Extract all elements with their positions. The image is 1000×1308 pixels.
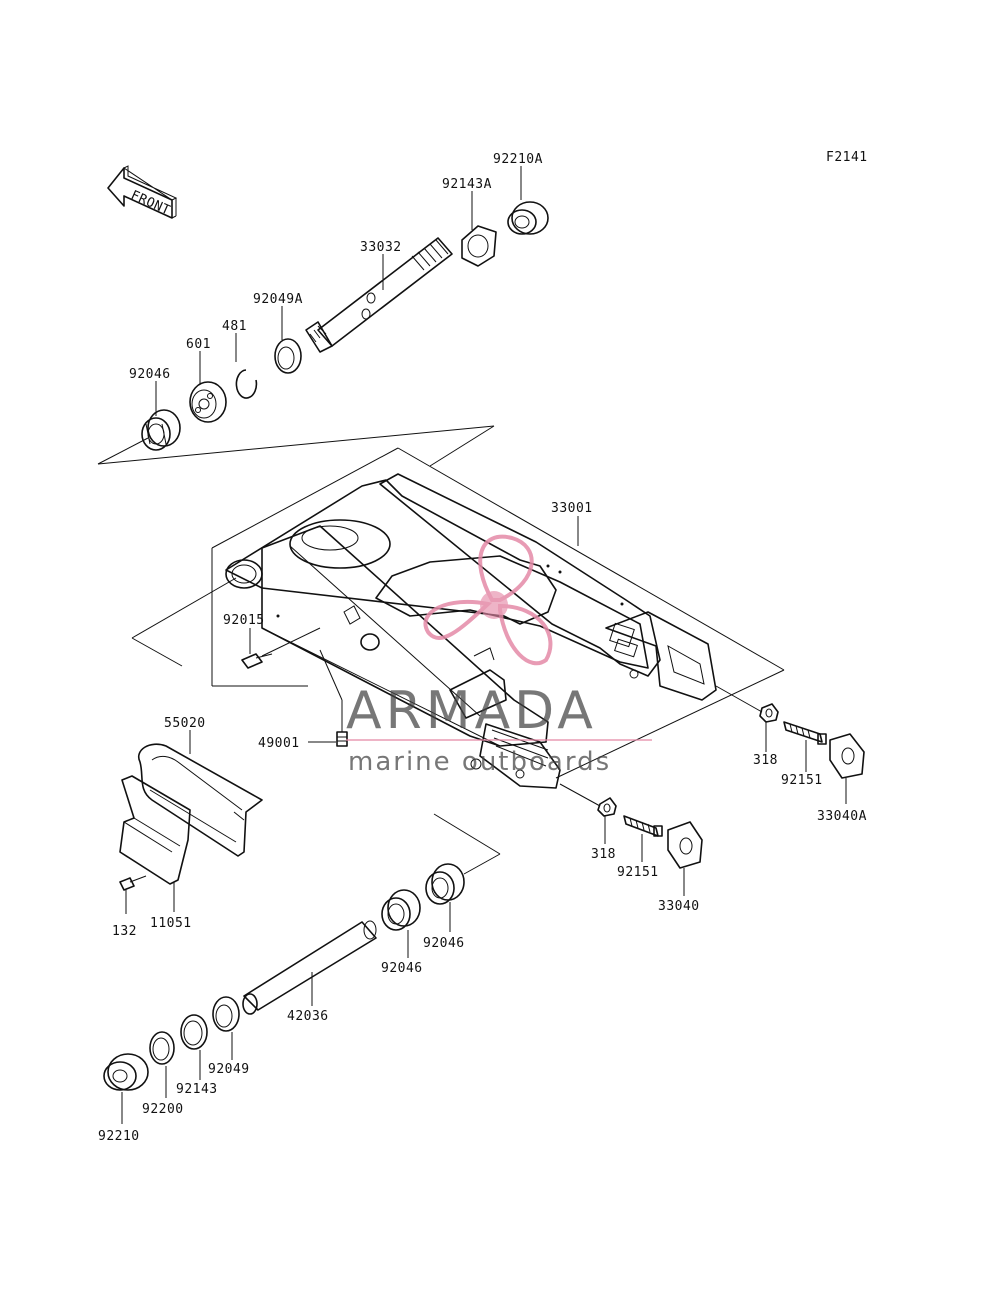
label-42036: 42036 xyxy=(287,1009,329,1024)
figure-code: F2141 xyxy=(826,150,868,165)
cap-92210 xyxy=(103,1053,149,1091)
label-92143a: 92143A xyxy=(442,177,492,192)
circlip-481 xyxy=(235,369,258,399)
label-92210a: 92210A xyxy=(493,152,543,167)
swingarm-33001 xyxy=(131,447,785,789)
label-92015: 92015 xyxy=(223,613,265,628)
label-92200: 92200 xyxy=(142,1102,184,1117)
label-33040: 33040 xyxy=(658,899,700,914)
seal-92049a xyxy=(274,338,302,374)
washer-92200 xyxy=(149,1031,175,1065)
label-92210: 92210 xyxy=(98,1129,140,1144)
label-92143: 92143 xyxy=(176,1082,218,1097)
label-92046-top: 92046 xyxy=(129,367,171,382)
cap-92210a xyxy=(507,201,549,235)
bearing-601 xyxy=(189,381,227,423)
adjuster-block-33040a xyxy=(829,733,865,779)
watermark-tagline: marine outboards xyxy=(348,747,611,777)
needle-bearing-92046-top xyxy=(141,409,181,451)
label-92049a: 92049A xyxy=(253,292,303,307)
grease-fitting-49001 xyxy=(319,649,348,747)
shaft-33032 xyxy=(305,237,453,353)
label-49001: 49001 xyxy=(258,736,300,751)
front-arrow-icon: FRONT xyxy=(107,165,178,219)
label-132: 132 xyxy=(112,924,137,939)
front-arrow-text: FRONT xyxy=(128,188,172,219)
label-33032: 33032 xyxy=(360,240,402,255)
label-92046-b1: 92046 xyxy=(381,961,423,976)
needle-bearing-92046-b2 xyxy=(425,863,465,905)
label-11051: 11051 xyxy=(150,916,192,931)
armada-watermark: ARMADA marine outboards xyxy=(346,534,652,777)
chain-guide-55020 xyxy=(137,743,263,857)
nut-318-right xyxy=(759,703,779,723)
watermark-brand: ARMADA xyxy=(346,681,597,741)
label-481: 481 xyxy=(222,319,247,334)
seal-92049 xyxy=(212,996,240,1032)
bolt-92151-right xyxy=(783,721,827,745)
sleeve-42036 xyxy=(242,920,377,1015)
label-92151-mid: 92151 xyxy=(617,865,659,880)
bolt-92151-mid xyxy=(623,815,663,837)
bracket-11051 xyxy=(119,775,191,885)
nut-318-mid xyxy=(597,797,617,817)
collar-92143 xyxy=(180,1014,208,1050)
label-92046-b2: 92046 xyxy=(423,936,465,951)
adjuster-block-33040 xyxy=(667,821,703,869)
label-601: 601 xyxy=(186,337,211,352)
label-318-right: 318 xyxy=(753,753,778,768)
label-55020: 55020 xyxy=(164,716,206,731)
label-33040a: 33040A xyxy=(817,809,867,824)
bolt-132 xyxy=(119,875,147,891)
bolt-92015 xyxy=(241,653,273,669)
label-318-mid: 318 xyxy=(591,847,616,862)
propeller-logo-icon xyxy=(423,534,553,666)
label-33001: 33001 xyxy=(551,501,593,516)
needle-bearing-92046-b1 xyxy=(381,889,421,931)
label-92151-right: 92151 xyxy=(781,773,823,788)
label-92049: 92049 xyxy=(208,1062,250,1077)
collar-92143a xyxy=(461,225,497,267)
